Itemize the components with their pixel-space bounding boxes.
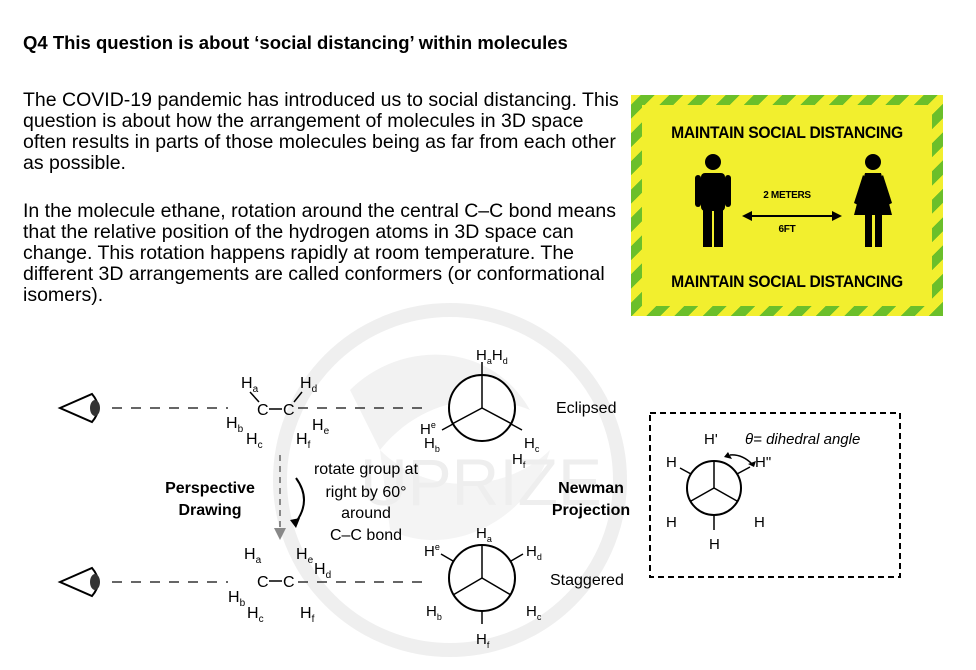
question-title: Q4 This question is about ‘social distan… (23, 32, 568, 53)
dihedral-label: θ= dihedral angle (745, 431, 860, 448)
staggered-perspective-drawing: Ha He Hd C C Hb Hc Hf (228, 546, 331, 625)
eclipsed-perspective-drawing: Ha Hd C C Hb Hc He Hf (226, 375, 330, 451)
svg-text:Hb: Hb (426, 603, 442, 622)
conformer-diagram: Ha Hd C C Hb Hc He Hf Ha He Hd C C Hb Hc… (57, 347, 901, 650)
sign-panel: MAINTAIN SOCIAL DISTANCING 2 METERS 6FT … (642, 105, 932, 306)
eclipsed-label: Eclipsed (556, 400, 616, 417)
staggered-newman-projection: Ha He Hd Hb Hc Hf (424, 525, 542, 650)
staggered-label: Staggered (550, 572, 624, 589)
woman-icon (854, 154, 892, 247)
svg-text:H: H (754, 514, 765, 531)
newman-label: Newman (558, 480, 624, 497)
drawing-label: Drawing (178, 502, 241, 519)
svg-text:Hb: Hb (424, 435, 440, 454)
svg-text:H: H (666, 514, 677, 531)
svg-text:Hc: Hc (524, 435, 540, 454)
sign-distance-meters: 2 METERS (763, 190, 811, 201)
rotate-arrow-icon (290, 477, 305, 528)
svg-text:Hb: Hb (228, 589, 246, 609)
eye-icon (57, 392, 100, 424)
rotate-text-4: C–C bond (330, 527, 402, 544)
svg-text:Ha: Ha (241, 375, 259, 395)
svg-text:He: He (424, 542, 440, 560)
svg-text:H: H (666, 454, 677, 471)
h-prime-label: H' (704, 431, 718, 448)
sign-bottom-text: MAINTAIN SOCIAL DISTANCING (671, 272, 903, 291)
h-double-prime-label: H" (755, 454, 771, 471)
svg-text:Hf: Hf (296, 431, 311, 451)
svg-text:Hd: Hd (314, 561, 331, 581)
svg-text:Hc: Hc (526, 603, 542, 622)
svg-text:He: He (296, 546, 314, 566)
svg-text:C: C (283, 574, 295, 591)
rotate-text-3: around (341, 505, 391, 522)
sign-distance-ft: 6FT (778, 224, 796, 235)
svg-text:C: C (257, 574, 269, 591)
rotate-text-1: rotate group at (314, 461, 419, 478)
svg-text:Hb: Hb (226, 415, 244, 435)
intro-paragraph: The COVID-19 pandemic has introduced us … (23, 89, 619, 174)
projection-label: Projection (552, 502, 630, 519)
svg-text:Hc: Hc (246, 431, 263, 451)
rotate-text-2: right by 60° (325, 484, 406, 501)
eclipsed-newman-projection: HaHd He Hb Hc Hf (420, 347, 540, 470)
distance-arrow-icon (742, 211, 842, 221)
svg-text:Hc: Hc (247, 605, 264, 625)
svg-text:HaHd: HaHd (476, 347, 508, 366)
svg-text:Hd: Hd (526, 543, 542, 562)
eye-icon (57, 566, 100, 598)
ethane-paragraph: In the molecule ethane, rotation around … (23, 200, 616, 306)
sign-top-text: MAINTAIN SOCIAL DISTANCING (671, 123, 903, 142)
svg-text:C: C (257, 402, 269, 419)
svg-text:C: C (283, 402, 295, 419)
dihedral-angle-box: H' θ= dihedral angle H" H H H H (649, 412, 901, 578)
man-icon (695, 154, 731, 247)
svg-text:He: He (312, 417, 330, 437)
svg-text:Ha: Ha (476, 525, 492, 544)
svg-text:Ha: Ha (244, 546, 262, 566)
svg-text:H: H (709, 536, 720, 553)
svg-text:Hf: Hf (512, 451, 526, 470)
perspective-label: Perspective (165, 480, 255, 497)
social-distancing-sign: MAINTAIN SOCIAL DISTANCING 2 METERS 6FT … (631, 95, 943, 316)
svg-text:Hf: Hf (300, 605, 315, 625)
svg-text:Hd: Hd (300, 375, 317, 395)
sign-figures (695, 154, 892, 247)
svg-text:Hf: Hf (476, 631, 490, 650)
